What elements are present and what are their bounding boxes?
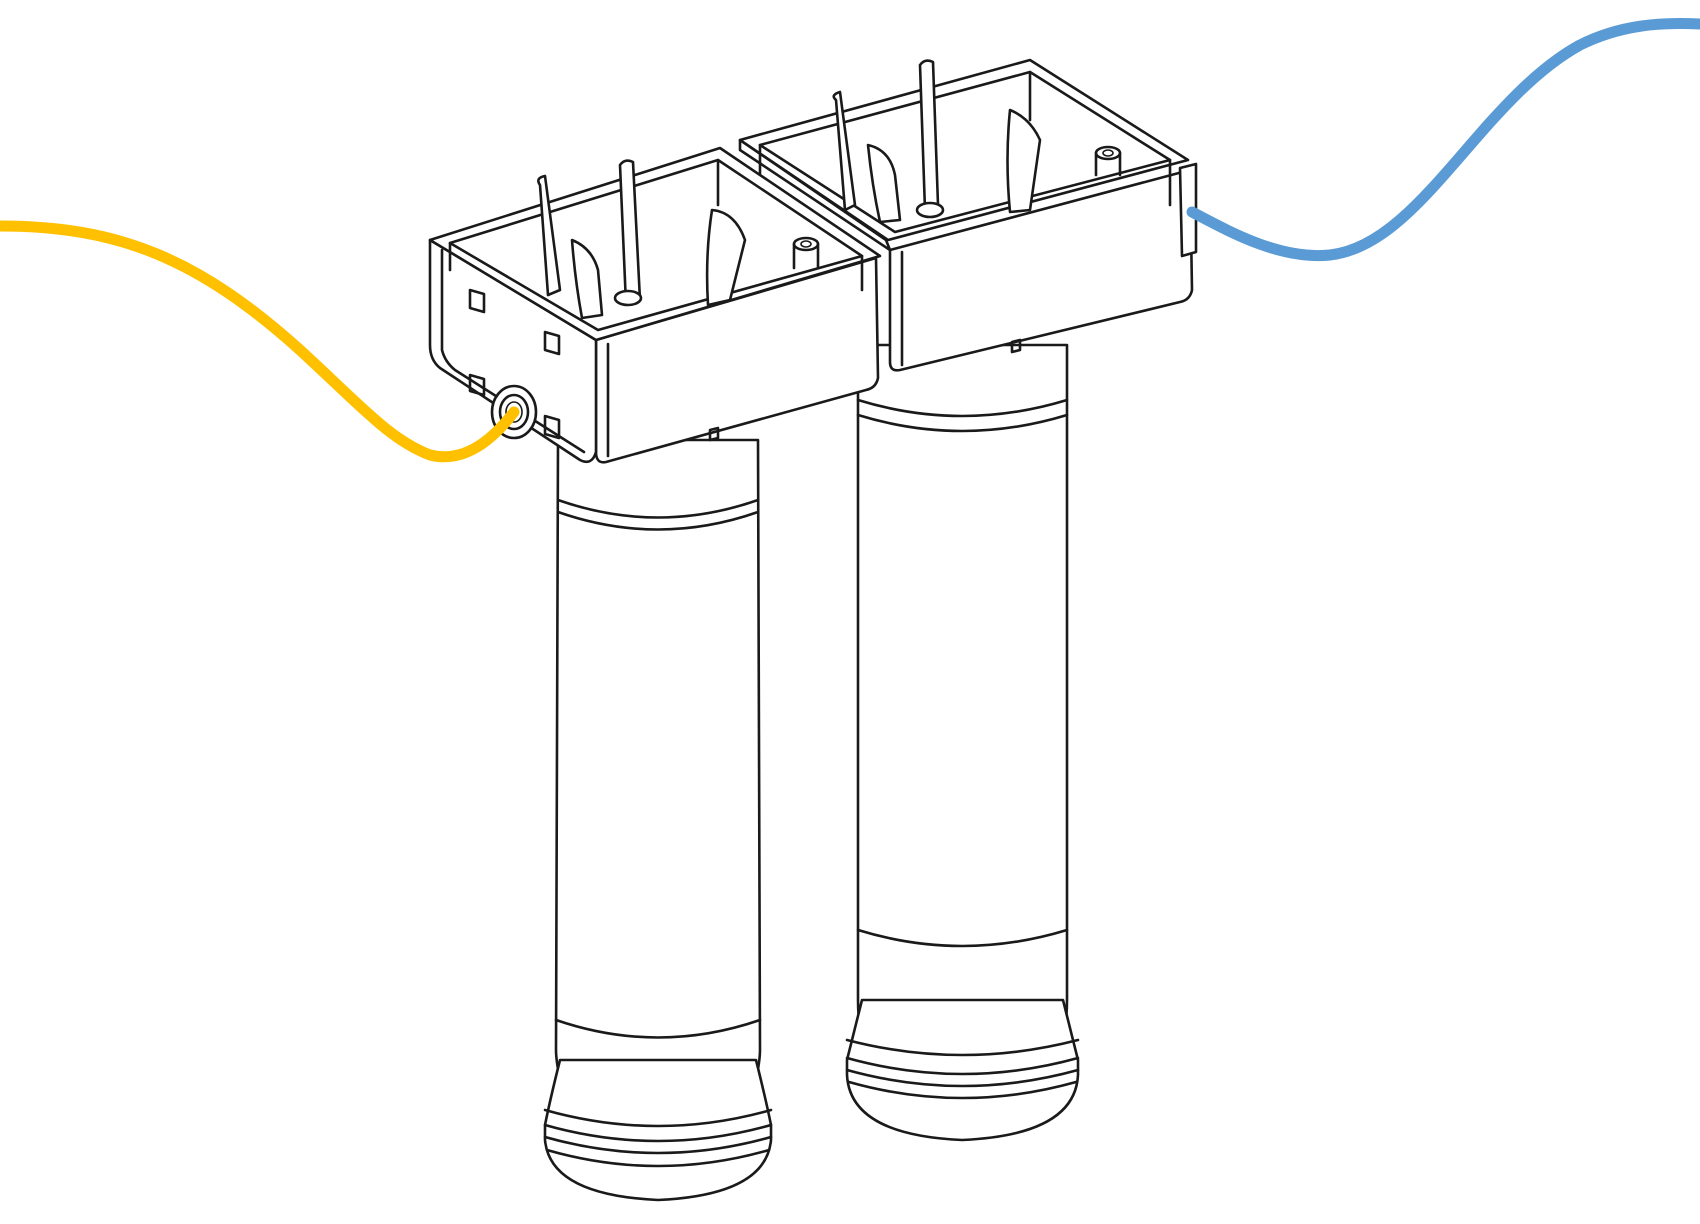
head-housing-left [428,146,882,464]
head-housing-right [738,58,1198,372]
filter-cartridge-left [543,438,773,1202]
outlet-tube [1186,17,1700,262]
inlet-tube [0,220,520,463]
filter-cartridge-right [845,343,1080,1142]
